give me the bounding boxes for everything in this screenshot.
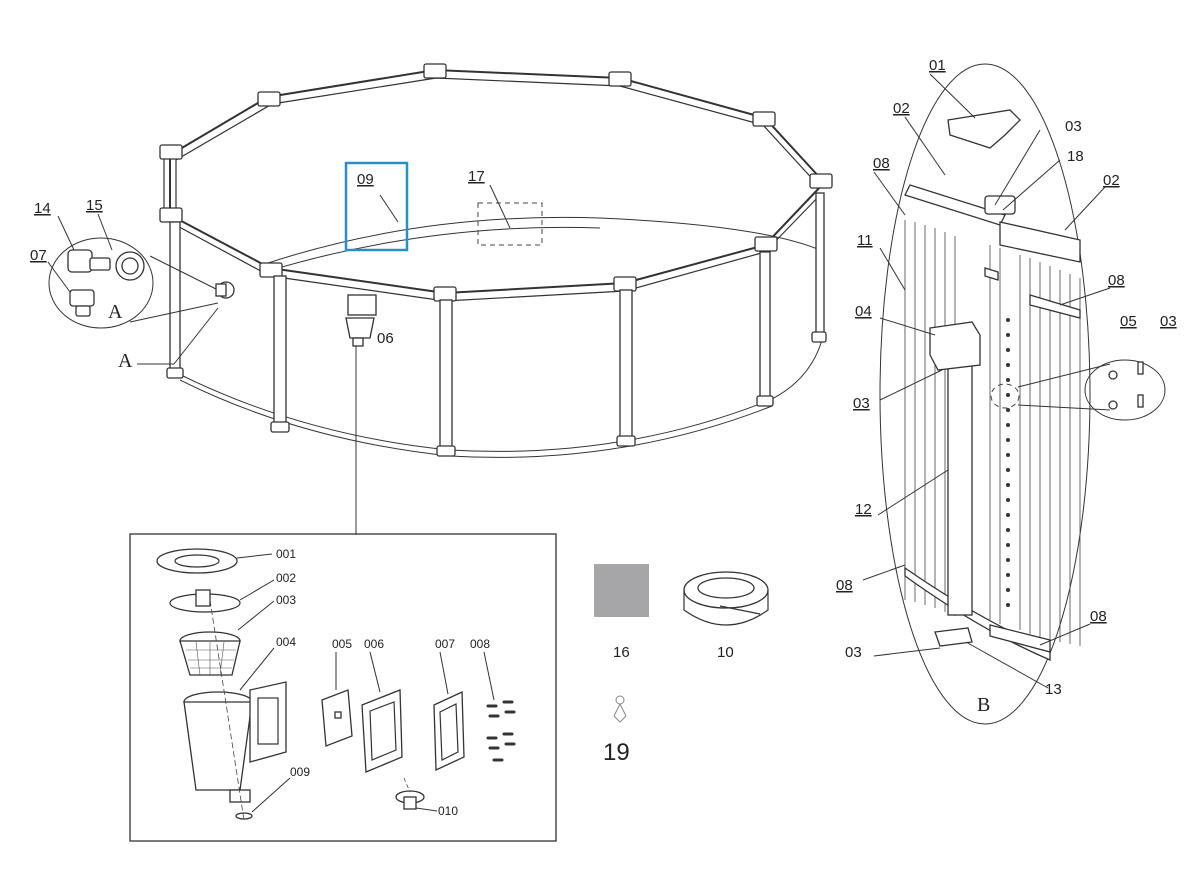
label-01: 01 xyxy=(929,57,946,74)
dashed-box-17 xyxy=(477,202,543,246)
label-08-bottom-left: 08 xyxy=(836,577,853,594)
label-03-left: 03 xyxy=(853,395,870,412)
label-09: 09 xyxy=(357,171,374,188)
label-10: 10 xyxy=(717,644,734,661)
label-18: 18 xyxy=(1067,148,1084,165)
label-002: 002 xyxy=(276,571,296,585)
label-14: 14 xyxy=(34,200,51,217)
label-08-top: 08 xyxy=(873,155,890,172)
skimmer-detail-box: 001 002 003 004 005 006 007 008 009 010 xyxy=(129,533,557,842)
label-02-top: 02 xyxy=(893,100,910,117)
label-16: 16 xyxy=(613,644,630,661)
label-007: 007 xyxy=(435,637,455,651)
label-08-bottom-right: 08 xyxy=(1090,608,1107,625)
label-03-right: 03 xyxy=(1160,313,1177,330)
label-13: 13 xyxy=(1045,681,1062,698)
pool-assembly: 09 17 06 xyxy=(159,63,833,535)
label-003: 003 xyxy=(276,593,296,607)
label-06: 06 xyxy=(377,330,394,347)
detail-b: 01 02 03 18 02 08 11 08 04 05 03 03 12 0… xyxy=(836,57,1177,725)
label-010: 010 xyxy=(438,804,458,818)
label-05: 05 xyxy=(1120,313,1137,330)
small-part-19-icon xyxy=(613,695,627,723)
wall-skimmer xyxy=(345,294,377,347)
label-07: 07 xyxy=(30,247,47,264)
label-11: 11 xyxy=(857,232,873,249)
label-03-top: 03 xyxy=(1065,118,1082,135)
label-17: 17 xyxy=(468,168,485,185)
label-b: B xyxy=(977,694,990,716)
label-08-mid: 08 xyxy=(1108,272,1125,289)
ground-cloth-swatch xyxy=(594,564,649,617)
label-005: 005 xyxy=(332,637,352,651)
label-19: 19 xyxy=(603,739,630,766)
highlight-box-09 xyxy=(344,161,409,252)
label-001: 001 xyxy=(276,547,296,561)
label-a-outer: A xyxy=(118,350,133,372)
detail-a: 14 15 07 A A xyxy=(30,197,235,372)
label-004: 004 xyxy=(276,635,296,649)
label-02-right: 02 xyxy=(1103,172,1120,189)
label-04: 04 xyxy=(855,303,872,320)
label-15: 15 xyxy=(86,197,103,214)
label-006: 006 xyxy=(364,637,384,651)
label-12: 12 xyxy=(855,501,872,518)
label-03-bottom: 03 xyxy=(845,644,862,661)
tape-roll xyxy=(683,571,769,626)
accessories: 16 10 19 xyxy=(594,564,769,766)
label-008: 008 xyxy=(470,637,490,651)
label-a-inner: A xyxy=(108,301,123,323)
label-009: 009 xyxy=(290,765,310,779)
